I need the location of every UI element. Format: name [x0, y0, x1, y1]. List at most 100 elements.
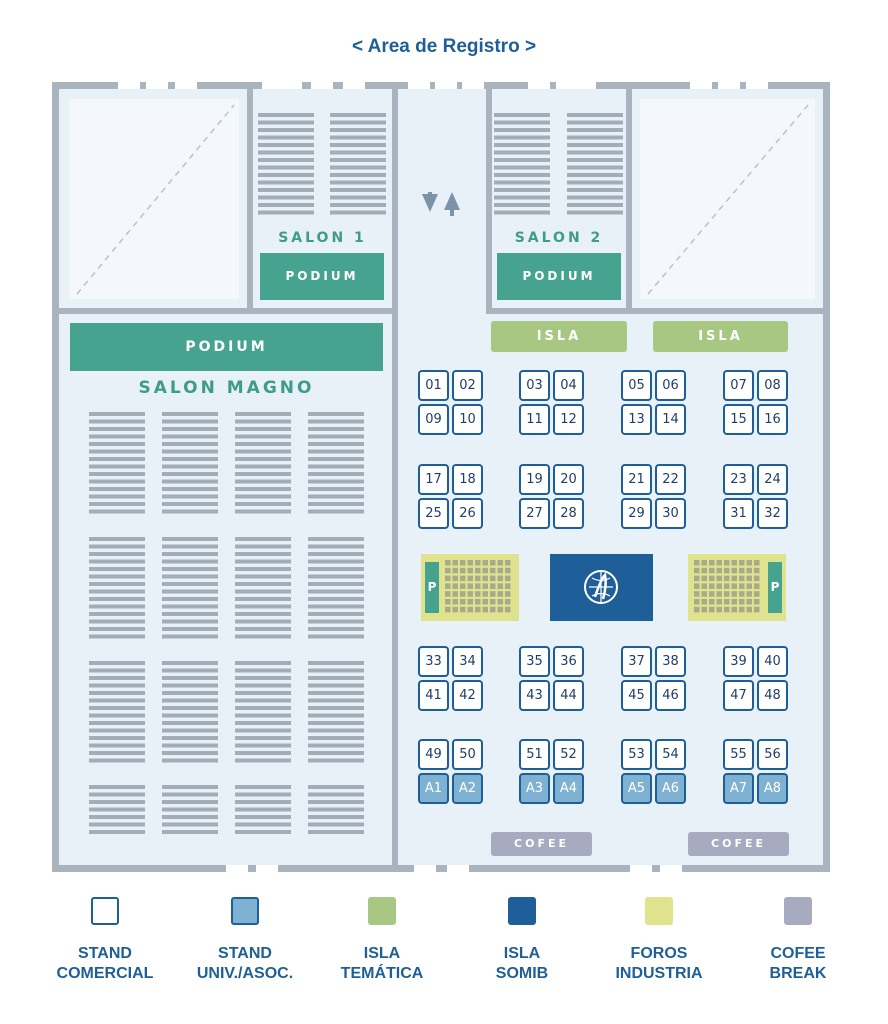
stand-univ[interactable]: A1: [418, 773, 449, 804]
seat-row: [162, 676, 218, 680]
stand-comercial[interactable]: 52: [553, 739, 584, 770]
seat-row: [308, 661, 364, 665]
stand-comercial[interactable]: 46: [655, 680, 686, 711]
stand-comercial[interactable]: 25: [418, 498, 449, 529]
stand-comercial[interactable]: 10: [452, 404, 483, 435]
seat-row: [89, 552, 145, 556]
foro-seat: [460, 599, 466, 605]
stand-univ[interactable]: A7: [723, 773, 754, 804]
stand-comercial[interactable]: 56: [757, 739, 788, 770]
stand-comercial[interactable]: 06: [655, 370, 686, 401]
foro-seat: [739, 599, 745, 605]
stand-univ[interactable]: A5: [621, 773, 652, 804]
seat-row: [235, 807, 291, 812]
stand-comercial[interactable]: 42: [452, 680, 483, 711]
seat-row: [308, 502, 364, 506]
stand-comercial[interactable]: 03: [519, 370, 550, 401]
stand-comercial[interactable]: 54: [655, 739, 686, 770]
legend-label-stand-comercial: STAND COMERCIAL: [56, 945, 154, 982]
stand-comercial[interactable]: 45: [621, 680, 652, 711]
foro-seat: [452, 591, 458, 597]
stand-comercial[interactable]: 12: [553, 404, 584, 435]
stand-comercial[interactable]: 29: [621, 498, 652, 529]
seat-row: [330, 150, 386, 155]
stand-comercial[interactable]: 39: [723, 646, 754, 677]
stand-comercial[interactable]: 55: [723, 739, 754, 770]
stand-comercial[interactable]: 44: [553, 680, 584, 711]
seat-row: [308, 792, 364, 797]
seat-row: [258, 128, 314, 132]
stand-comercial[interactable]: 09: [418, 404, 449, 435]
stand-comercial[interactable]: 47: [723, 680, 754, 711]
stand-comercial[interactable]: 16: [757, 404, 788, 435]
stand-comercial[interactable]: 53: [621, 739, 652, 770]
stand-comercial[interactable]: 43: [519, 680, 550, 711]
stand-comercial[interactable]: 34: [452, 646, 483, 677]
stand-univ[interactable]: A8: [757, 773, 788, 804]
stand-comercial[interactable]: 36: [553, 646, 584, 677]
seat-row: [89, 706, 145, 710]
seat-row: [308, 479, 364, 484]
stand-comercial[interactable]: 50: [452, 739, 483, 770]
stand-comercial[interactable]: 19: [519, 464, 550, 495]
stand-comercial[interactable]: 26: [452, 498, 483, 529]
seat-row: [89, 743, 145, 748]
stand-univ[interactable]: A3: [519, 773, 550, 804]
foro-seat: [731, 575, 737, 582]
stand-comercial[interactable]: 35: [519, 646, 550, 677]
stand-comercial[interactable]: 48: [757, 680, 788, 711]
seat-row: [308, 698, 364, 703]
stand-comercial[interactable]: 49: [418, 739, 449, 770]
foro-seat: [475, 599, 481, 605]
foro-seat: [445, 583, 451, 589]
stand-comercial[interactable]: 23: [723, 464, 754, 495]
seat-row: [235, 559, 291, 564]
foro-seat: [460, 567, 466, 574]
stand-comercial[interactable]: 02: [452, 370, 483, 401]
stand-comercial[interactable]: 15: [723, 404, 754, 435]
foro-seat: [452, 567, 458, 574]
stand-comercial[interactable]: 40: [757, 646, 788, 677]
stand-comercial[interactable]: 20: [553, 464, 584, 495]
stand-comercial[interactable]: 01: [418, 370, 449, 401]
seat-row: [162, 544, 218, 549]
stand-comercial[interactable]: 30: [655, 498, 686, 529]
stand-comercial[interactable]: 22: [655, 464, 686, 495]
foro-seat: [731, 583, 737, 589]
stand-comercial[interactable]: 04: [553, 370, 584, 401]
seat-row: [162, 604, 218, 609]
stand-comercial[interactable]: 07: [723, 370, 754, 401]
stand-comercial[interactable]: 21: [621, 464, 652, 495]
stand-comercial[interactable]: 41: [418, 680, 449, 711]
stand-univ[interactable]: A4: [553, 773, 584, 804]
stand-comercial[interactable]: 18: [452, 464, 483, 495]
foro-seat: [475, 591, 481, 597]
stand-comercial[interactable]: 33: [418, 646, 449, 677]
stand-comercial[interactable]: 32: [757, 498, 788, 529]
stand-comercial[interactable]: 24: [757, 464, 788, 495]
seat-row: [567, 188, 623, 192]
seat-row: [330, 180, 386, 185]
stand-comercial[interactable]: 08: [757, 370, 788, 401]
stand-comercial[interactable]: 11: [519, 404, 550, 435]
stand-comercial[interactable]: 51: [519, 739, 550, 770]
stand-comercial[interactable]: 17: [418, 464, 449, 495]
stand-comercial[interactable]: 37: [621, 646, 652, 677]
magno-label: SALON MAGNO: [138, 378, 315, 398]
stand-comercial[interactable]: 14: [655, 404, 686, 435]
stand-comercial[interactable]: 27: [519, 498, 550, 529]
stand-comercial[interactable]: 31: [723, 498, 754, 529]
foro-seat: [467, 567, 473, 574]
stand-univ[interactable]: A2: [452, 773, 483, 804]
seat-row: [162, 449, 218, 454]
seat-row: [308, 721, 364, 725]
stand-comercial[interactable]: 28: [553, 498, 584, 529]
foro-seat: [467, 575, 473, 582]
door-top-8: [435, 82, 457, 89]
stand-univ[interactable]: A6: [655, 773, 686, 804]
stand-comercial[interactable]: 05: [621, 370, 652, 401]
foro-seat: [724, 599, 730, 605]
stand-comercial[interactable]: 13: [621, 404, 652, 435]
foro-seat: [754, 575, 760, 582]
stand-comercial[interactable]: 38: [655, 646, 686, 677]
